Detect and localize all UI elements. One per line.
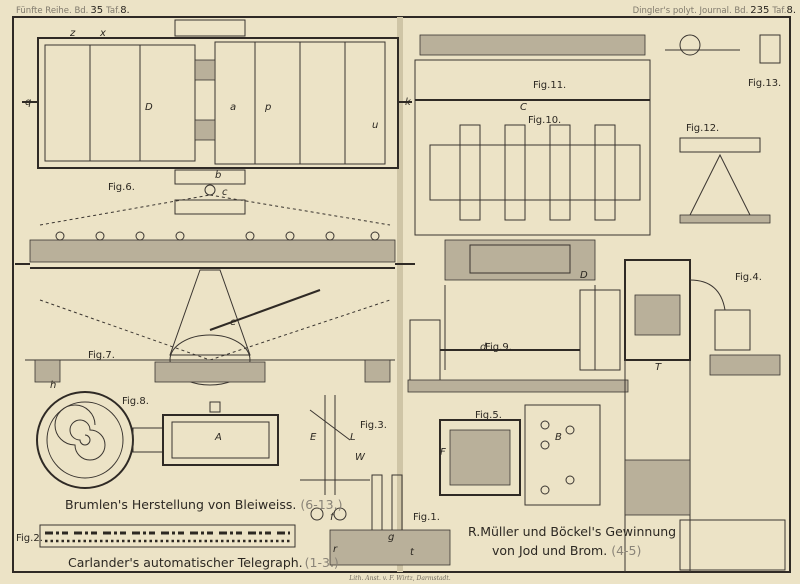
svg-text:r: r <box>333 544 338 555</box>
svg-text:e: e <box>230 317 236 328</box>
caption-mueller-line1: R.Müller und Böckel's Gewinnung <box>468 524 676 539</box>
figure-6-drawing <box>22 19 412 215</box>
svg-text:B: B <box>555 432 562 443</box>
fig3-label: Fig.3. <box>360 420 387 431</box>
svg-text:W: W <box>355 452 366 463</box>
fig10-label: Fig.10. <box>528 115 561 126</box>
fig6-label: Fig.6. <box>108 182 135 193</box>
svg-text:D: D <box>580 270 588 281</box>
fig12-label: Fig.12. <box>686 123 719 134</box>
svg-text:C: C <box>520 102 527 113</box>
figure-4-drawing <box>624 259 786 572</box>
fig5-label: Fig.5. <box>475 410 502 421</box>
figure-7-drawing <box>15 194 415 386</box>
svg-text:d: d <box>480 342 487 353</box>
figure-2-tape <box>39 524 296 548</box>
figure-5-drawing <box>439 404 601 506</box>
fig4-label: Fig.4. <box>735 272 762 283</box>
svg-text:u: u <box>372 120 378 131</box>
caption-carlander: Carlander's automatischer Telegraph.(1-3… <box>68 555 339 570</box>
caption-mueller-line2: von Jod und Brom.(4-5) <box>492 543 641 558</box>
figure-1-drawing <box>329 474 451 566</box>
svg-text:T: T <box>655 362 662 373</box>
svg-text:q: q <box>25 97 31 108</box>
svg-text:b: b <box>215 170 221 181</box>
svg-text:c: c <box>222 187 228 198</box>
svg-text:L: L <box>350 432 356 443</box>
fig11-label: Fig.11. <box>533 80 566 91</box>
fig2-label: Fig.2. <box>16 533 43 544</box>
fig7-label: Fig.7. <box>88 350 115 361</box>
svg-text:x: x <box>99 28 106 39</box>
imprint: Lith. Anst. v. F. Wirtz, Darmstadt. <box>348 575 451 582</box>
fig9-label: Fig.9. <box>485 342 512 353</box>
svg-text:g: g <box>388 532 394 543</box>
svg-text:F: F <box>440 447 446 458</box>
svg-text:f: f <box>330 512 335 523</box>
figure-13-12-drawing <box>665 34 781 224</box>
figure-3-drawing <box>300 395 370 521</box>
svg-text:A: A <box>214 432 222 443</box>
svg-text:h: h <box>50 380 56 391</box>
fig13-label: Fig.13. <box>748 78 781 89</box>
svg-text:a: a <box>230 102 236 113</box>
caption-brumlen: Brumlen's Herstellung von Bleiweiss.(6-1… <box>65 497 343 512</box>
svg-text:t: t <box>410 547 415 558</box>
figure-11-10-drawing <box>414 34 651 236</box>
svg-text:E: E <box>310 432 317 443</box>
svg-text:p: p <box>264 102 271 113</box>
fig1-label: Fig.1. <box>413 512 440 523</box>
fig8-label: Fig.8. <box>122 396 149 407</box>
figure-9-drawing <box>407 239 629 393</box>
figure-8-drawing <box>36 391 279 489</box>
svg-text:z: z <box>69 28 76 39</box>
svg-text:D: D <box>145 102 153 113</box>
svg-text:k: k <box>405 97 412 108</box>
